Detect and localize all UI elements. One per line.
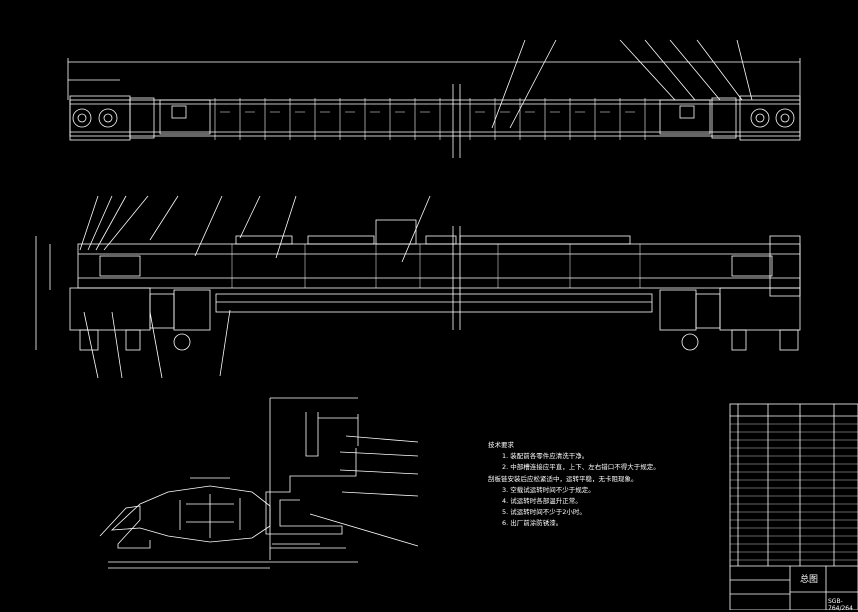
notes-heading: 技术要求 — [488, 441, 514, 449]
drawing-title: 总图 — [800, 575, 819, 585]
title-block — [729, 403, 858, 610]
note-line: 刮板链安装后应松紧适中，运转平稳，无卡阻现象。 — [488, 474, 638, 483]
note-line: 4. 试运转时各部温升正常。 — [502, 497, 582, 506]
note-line: 5. 试运转时间不少于2小时。 — [502, 508, 586, 517]
drawing-number: SGB-764/264 — [828, 598, 853, 612]
plan-view — [35, 195, 801, 379]
technical-notes: 技术要求 1. 装配前各零件应清洗干净。 2. 中部槽连接应平直，上下、左右错口… — [488, 440, 660, 530]
note-line: 6. 出厂前涂防锈漆。 — [502, 519, 563, 528]
note-line: 3. 空载试运转时间不少于规定。 — [502, 485, 595, 494]
note-line: 1. 装配前各零件应清洗干净。 — [502, 452, 589, 461]
side-elevation-view — [67, 39, 801, 158]
cross-section-view — [99, 397, 419, 569]
note-line: 2. 中部槽连接应平直，上下、左右错口不得大于规定。 — [502, 463, 660, 472]
